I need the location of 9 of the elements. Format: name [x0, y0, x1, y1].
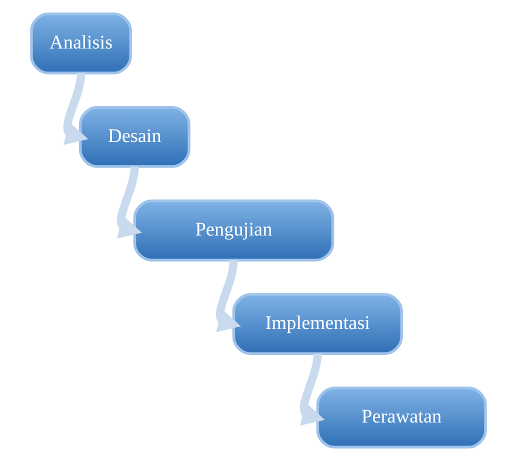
- node-box: Implementasi: [232, 293, 402, 355]
- node-box: Perawatan: [316, 386, 486, 449]
- arrow: [299, 353, 324, 426]
- arrow: [116, 166, 142, 239]
- arrow: [62, 72, 88, 145]
- node-box: Analisis: [30, 12, 132, 74]
- node-box: Desain: [78, 106, 190, 168]
- arrow: [216, 260, 240, 332]
- node-box: Pengujian: [132, 200, 334, 262]
